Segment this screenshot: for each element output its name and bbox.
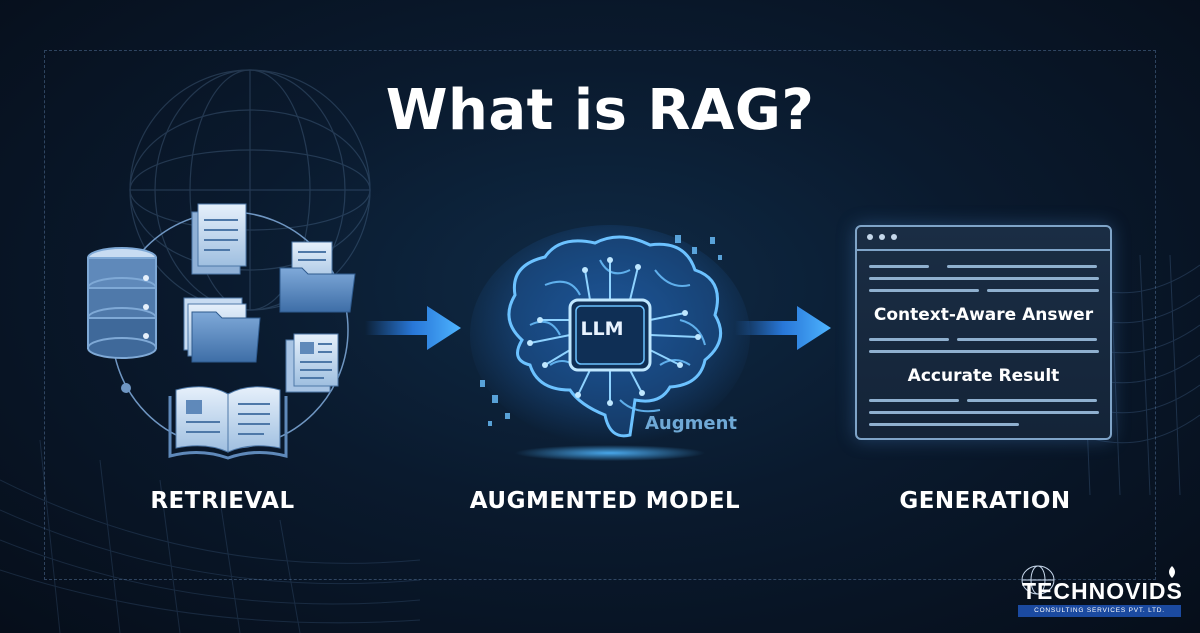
globe-background <box>129 69 371 311</box>
text-line <box>869 423 1019 426</box>
text-line <box>869 265 929 268</box>
generation-window: Context-Aware Answer Accurate Result <box>855 225 1112 440</box>
retrieval-cluster <box>87 203 356 460</box>
window-dot-icon <box>867 234 873 240</box>
window-dot-icon <box>891 234 897 240</box>
brain-icon <box>470 225 750 461</box>
text-line <box>987 289 1099 292</box>
page-title: What is RAG? <box>385 78 815 143</box>
arrow-right-icon <box>735 306 831 350</box>
database-icon <box>87 247 157 359</box>
text-line <box>869 350 1099 353</box>
document-stack-icon <box>191 203 247 275</box>
window-title-bar <box>857 227 1110 251</box>
folder-icon <box>279 241 356 313</box>
text-line <box>869 277 1099 280</box>
arrow-right-icon <box>365 306 461 350</box>
stage-label-retrieval: RETRIEVAL <box>150 488 295 514</box>
logo-subtitle: CONSULTING SERVICES PVT. LTD. <box>1018 605 1181 617</box>
text-line <box>869 338 949 341</box>
text-line <box>869 411 1099 414</box>
text-line <box>869 399 959 402</box>
window-dot-icon <box>879 234 885 240</box>
file-folder-icon <box>183 297 261 363</box>
logo-name: TECHNOVIDS <box>1022 578 1183 604</box>
text-line <box>869 289 979 292</box>
context-aware-answer-text: Context-Aware Answer <box>873 305 1094 325</box>
text-line <box>967 399 1097 402</box>
newspaper-icon <box>285 333 339 393</box>
llm-chip-label: LLM <box>580 318 624 340</box>
wave-mesh-left <box>0 440 420 633</box>
book-icon <box>168 386 288 460</box>
augment-label: Augment <box>645 413 738 434</box>
stage-label-augmented-model: AUGMENTED MODEL <box>469 488 741 514</box>
text-line <box>947 265 1097 268</box>
diagram-frame <box>44 50 1156 580</box>
text-line <box>957 338 1097 341</box>
technovids-logo-icon <box>1021 565 1175 595</box>
stage-label-generation: GENERATION <box>899 488 1071 514</box>
accurate-result-text: Accurate Result <box>907 366 1060 386</box>
